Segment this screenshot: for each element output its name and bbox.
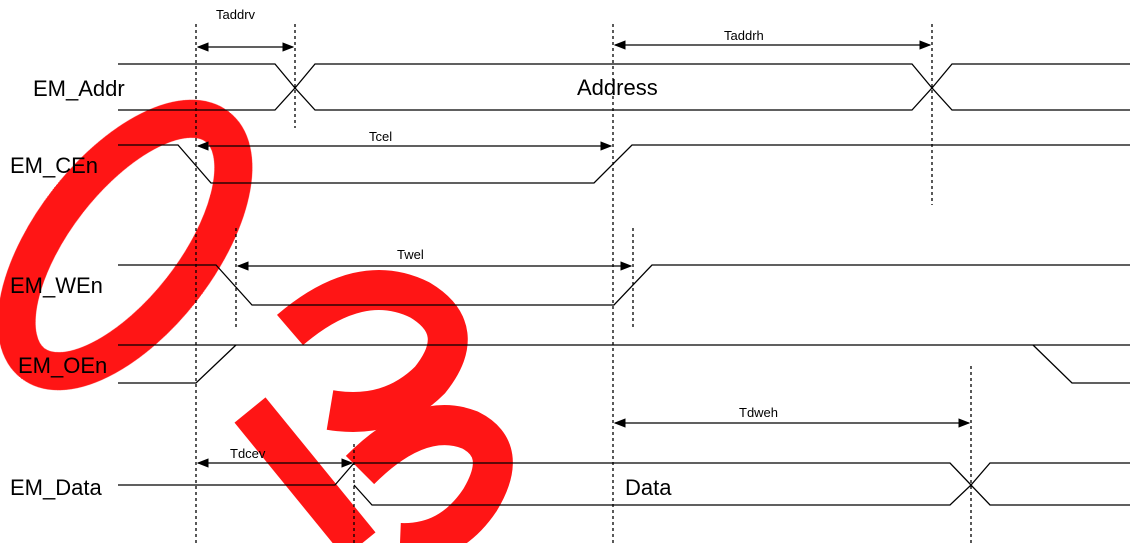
cen-waveform	[118, 144, 1130, 184]
reference-lines	[195, 24, 972, 543]
taddrh-label: Taddrh	[724, 28, 764, 43]
signal-em-addr: EM_Addr	[33, 76, 125, 101]
signal-em-data: EM_Data	[10, 475, 102, 500]
tcel-label: Tcel	[369, 129, 392, 144]
tdweh-label: Tdweh	[739, 405, 778, 420]
wen-waveform	[118, 264, 1130, 306]
timing-arrows	[196, 40, 971, 468]
data-value-label: Data	[625, 475, 672, 500]
signal-em-cen: EM_CEn	[10, 153, 98, 178]
signal-em-oen: EM_OEn	[18, 353, 107, 378]
data-waveform	[118, 462, 1130, 506]
oen-waveform	[118, 344, 1130, 384]
address-value-label: Address	[577, 75, 658, 100]
taddrv-label: Taddrv	[216, 7, 256, 22]
tdcev-label: Tdcev	[230, 446, 266, 461]
obsolete-watermark	[0, 99, 513, 543]
signal-em-wen: EM_WEn	[10, 273, 103, 298]
addr-waveform	[118, 63, 1130, 111]
twel-label: Twel	[397, 247, 424, 262]
